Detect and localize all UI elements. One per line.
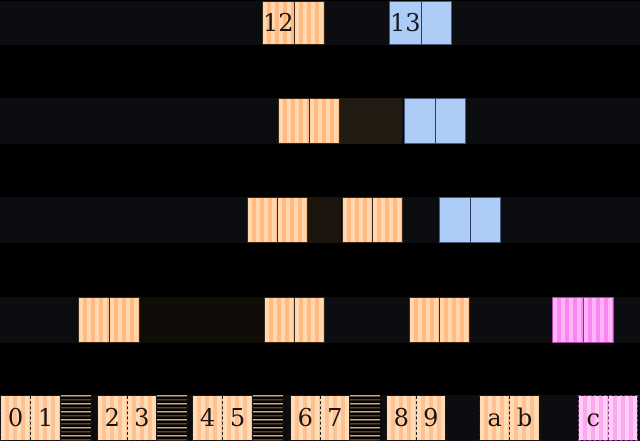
- cell-label: 2: [104, 404, 120, 432]
- segment-pair-orange: [264, 297, 325, 343]
- segment-cell: [582, 298, 613, 342]
- segment-cell: [372, 198, 402, 242]
- segment-cell: 7: [319, 396, 349, 440]
- cell-label: 4: [199, 404, 216, 432]
- cell-label: 9: [423, 404, 439, 432]
- cell-label: 6: [297, 404, 313, 432]
- cell-label: 3: [134, 404, 150, 432]
- segment-pair-orange: [78, 297, 140, 343]
- segment-cell: [469, 198, 500, 242]
- segment-cell: [293, 2, 324, 44]
- segment-cell: 4: [193, 396, 222, 440]
- segment-pair-orange: [409, 297, 470, 343]
- hatched-freed-block: [157, 395, 187, 441]
- faded-tombstone-block: [340, 98, 402, 144]
- cell-label: b: [516, 404, 533, 432]
- hatched-freed-block: [253, 395, 283, 441]
- segment-cell: c: [579, 396, 608, 440]
- segment-cell: 8: [387, 396, 416, 440]
- segment-pair-magenta: [552, 297, 614, 343]
- segment-cell: [553, 298, 583, 342]
- cell-label: 1: [37, 404, 54, 432]
- segment-cell: a: [480, 396, 509, 440]
- faded-tombstone-block: [140, 297, 264, 343]
- segment-cell: [248, 198, 277, 242]
- cell-label: 0: [7, 404, 24, 432]
- segment-cell: 12: [263, 2, 294, 44]
- segment-cell: 9: [415, 396, 445, 440]
- segment-cell: [279, 99, 309, 143]
- segment-cell: [405, 99, 435, 143]
- hatched-freed-block: [350, 395, 380, 441]
- cell-label: a: [487, 404, 502, 432]
- hatched-freed-block: [61, 395, 91, 441]
- cell-label: 13: [390, 9, 421, 37]
- segment-pair-blue: [439, 197, 501, 243]
- segment-cell: [294, 298, 324, 342]
- segment-cell: [343, 198, 372, 242]
- segment-cell: [277, 198, 307, 242]
- segment-pair-orange: [278, 98, 340, 144]
- segment-cell: [607, 396, 637, 440]
- segment-pair-magenta-dashed: c: [578, 395, 638, 441]
- segment-pair-blue: 13: [389, 1, 452, 45]
- segment-cell: 2: [98, 396, 127, 440]
- segment-cell: b: [509, 396, 539, 440]
- segment-cell: 6: [291, 396, 320, 440]
- segment-cell: [265, 298, 294, 342]
- segment-pair-orange: [342, 197, 403, 243]
- segment-cell: [410, 298, 439, 342]
- segment-cell: [108, 298, 139, 342]
- segment-cell: 3: [126, 396, 156, 440]
- segment-cell: 1: [30, 396, 60, 440]
- cell-label: 7: [327, 404, 343, 432]
- segment-cell: [308, 99, 339, 143]
- faded-tombstone-block: [308, 197, 341, 243]
- cell-label: c: [586, 404, 600, 432]
- segment-cell: [434, 99, 465, 143]
- segment-cell: [420, 2, 451, 44]
- segment-cell: [440, 198, 470, 242]
- segment-cell: 0: [1, 396, 30, 440]
- cell-label: 5: [229, 404, 246, 432]
- segment-cell: 13: [390, 2, 421, 44]
- cell-label: 12: [263, 9, 294, 37]
- segment-cell: 5: [222, 396, 252, 440]
- cell-label: 8: [393, 404, 409, 432]
- segment-pair-blue: [404, 98, 466, 144]
- segment-pair-orange: [247, 197, 308, 243]
- segment-cell: [79, 298, 109, 342]
- segment-cell: [439, 298, 469, 342]
- segment-pair-orange: 12: [262, 1, 325, 45]
